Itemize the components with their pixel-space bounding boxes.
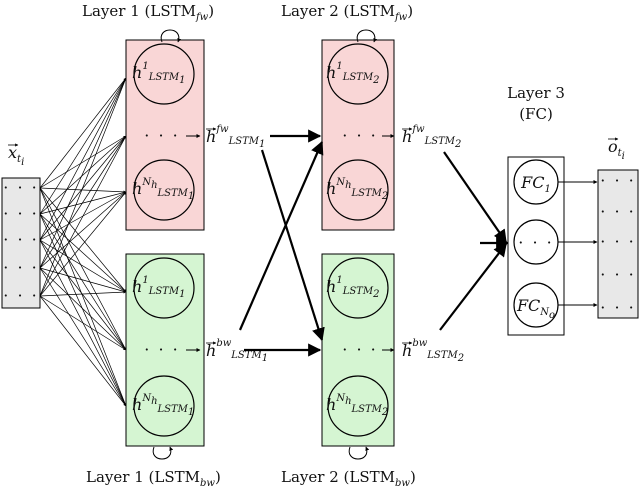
output-symbol: oti [608, 137, 625, 162]
output-entry-3: · · · [600, 232, 635, 251]
l2fw-to-fc-arrow [443, 151, 507, 244]
h2-fw-output-label: hfwLSTM2 [402, 124, 461, 150]
input-connection-1-2 [39, 135, 127, 189]
h1-fw-output-label: hfwLSTM1 [206, 124, 265, 150]
l2-fw-first-cell-circle [327, 43, 389, 105]
l2-bw-first-cell-label: h1LSTM2 [326, 275, 379, 300]
l2-bw-first-cell-circle [327, 257, 389, 319]
input-vector-entries: · · · · · · · · · · · · · · · [3, 178, 38, 305]
input-connection-4-2 [39, 135, 127, 269]
input-connection-1-5 [39, 187, 127, 351]
l2-fw-self-loop [356, 29, 378, 43]
input-connection-5-1 [39, 77, 127, 297]
l1-fw-last-cell-label: hNhLSTM1 [132, 177, 194, 202]
input-connection-5-6 [39, 295, 127, 407]
output-entry-5: · · · [600, 298, 635, 317]
layer2-fw-box [321, 39, 395, 231]
fc-neuron-3-label: FCNo [516, 296, 555, 321]
input-connection-4-6 [39, 267, 127, 407]
l1-bw-self-loop [152, 446, 174, 460]
input-connection-2-1 [39, 77, 127, 215]
input-connection-4-3 [39, 191, 127, 269]
input-connection-1-3 [39, 187, 127, 194]
l1fw-to-l2bw-arrow [260, 149, 325, 342]
input-connection-2-4 [39, 213, 127, 293]
input-connection-3-5 [39, 239, 127, 351]
input-connection-5-5 [39, 295, 127, 351]
input-connection-3-1 [39, 77, 127, 241]
l2-bw-last-cell-label: hNhLSTM2 [326, 393, 388, 418]
input-connection-4-5 [39, 267, 127, 351]
l2-bw-self-loop [348, 446, 370, 460]
input-connection-3-2 [39, 135, 127, 241]
l1-fw-first-cell-label: h1LSTM1 [132, 61, 185, 86]
input-connection-2-6 [39, 213, 127, 407]
input-connection-5-2 [39, 135, 127, 297]
input-symbol: xti [8, 143, 24, 168]
layer1-fw-title: Layer 1 (LSTMfw) [82, 2, 214, 23]
l1-bw-mid-dots: · · · [144, 340, 179, 359]
input-entry-3: · · · [3, 230, 38, 249]
input-connection-5-4 [39, 290, 127, 297]
l2-fw-last-cell-circle [327, 159, 389, 221]
input-connection-1-1 [39, 77, 127, 189]
l1-fw-self-loop [160, 29, 182, 43]
output-entry-4: · · · [600, 265, 635, 284]
fc-neuron-2-label: · · · [518, 233, 553, 252]
input-entry-1: · · · [3, 178, 38, 197]
layer-flow-arrows: hfwLSTM1 hbwLSTM1 hfwLSTM2 hbwLSTM2 [206, 124, 510, 364]
layer2-fw-title: Layer 2 (LSTMfw) [281, 2, 413, 23]
input-connection-2-2 [39, 135, 127, 215]
output-vector-entries: · · · · · · · · · · · · · · · [600, 171, 635, 317]
l1-fw-first-cell-circle [133, 43, 195, 105]
l1bw-to-l2fw-arrow [238, 140, 324, 331]
layer3-title: Layer 3 [507, 84, 565, 102]
l1-bw-first-cell-label: h1LSTM1 [132, 275, 185, 300]
input-connection-1-4 [39, 187, 127, 293]
input-connection-2-5 [39, 213, 127, 351]
input-connection-3-4 [39, 239, 127, 293]
fc-neurons: FC1 · · · FCNo [513, 159, 598, 328]
input-vector-box [1, 177, 41, 309]
l2-bw-last-cell-circle [327, 375, 389, 437]
output-vector-label: oti [608, 137, 625, 162]
l1-fw-last-cell-circle [133, 159, 195, 221]
input-vector-label: xti [8, 143, 24, 168]
layer2-bw-title: Layer 2 (LSTMbw) [281, 468, 416, 489]
input-connections [39, 77, 127, 407]
layer1-bw-title: Layer 1 (LSTMbw) [86, 468, 221, 489]
fc-neuron-1-label: FC1 [520, 173, 551, 195]
input-entry-2: · · · [3, 204, 38, 223]
l1-bw-last-cell-label: hNhLSTM1 [132, 393, 194, 418]
input-connection-2-3 [39, 191, 127, 215]
layer3-subtitle: (FC) [519, 105, 553, 123]
h2-bw-output-label: hbwLSTM2 [402, 338, 464, 364]
lstm-cells: h1LSTM1 · · · hNhLSTM1 h1LSTM1 · · · hNhLSTM1… [132, 29, 395, 460]
input-entry-5: · · · [3, 286, 38, 305]
l2-fw-first-cell-label: h1LSTM2 [326, 61, 379, 86]
input-connection-5-3 [39, 191, 127, 297]
l1-fw-mid-dots: · · · [144, 126, 179, 145]
layer1-fw-box [125, 39, 205, 231]
l1-bw-last-cell-circle [133, 375, 195, 437]
h1-bw-output-label: hbwLSTM1 [206, 338, 268, 364]
l2-fw-mid-dots: · · · [342, 126, 377, 145]
input-connection-4-4 [39, 267, 127, 293]
l2-fw-last-cell-label: hNhLSTM2 [326, 177, 388, 202]
input-connection-4-1 [39, 77, 127, 269]
l2-bw-mid-dots: · · · [342, 340, 377, 359]
output-vector-box [597, 169, 639, 319]
output-entry-1: · · · [600, 171, 635, 190]
input-entry-4: · · · [3, 258, 38, 277]
input-connection-1-6 [39, 187, 127, 407]
l1-bw-first-cell-circle [133, 257, 195, 319]
l2bw-to-fc-arrow [439, 242, 507, 331]
output-entry-2: · · · [600, 202, 635, 221]
